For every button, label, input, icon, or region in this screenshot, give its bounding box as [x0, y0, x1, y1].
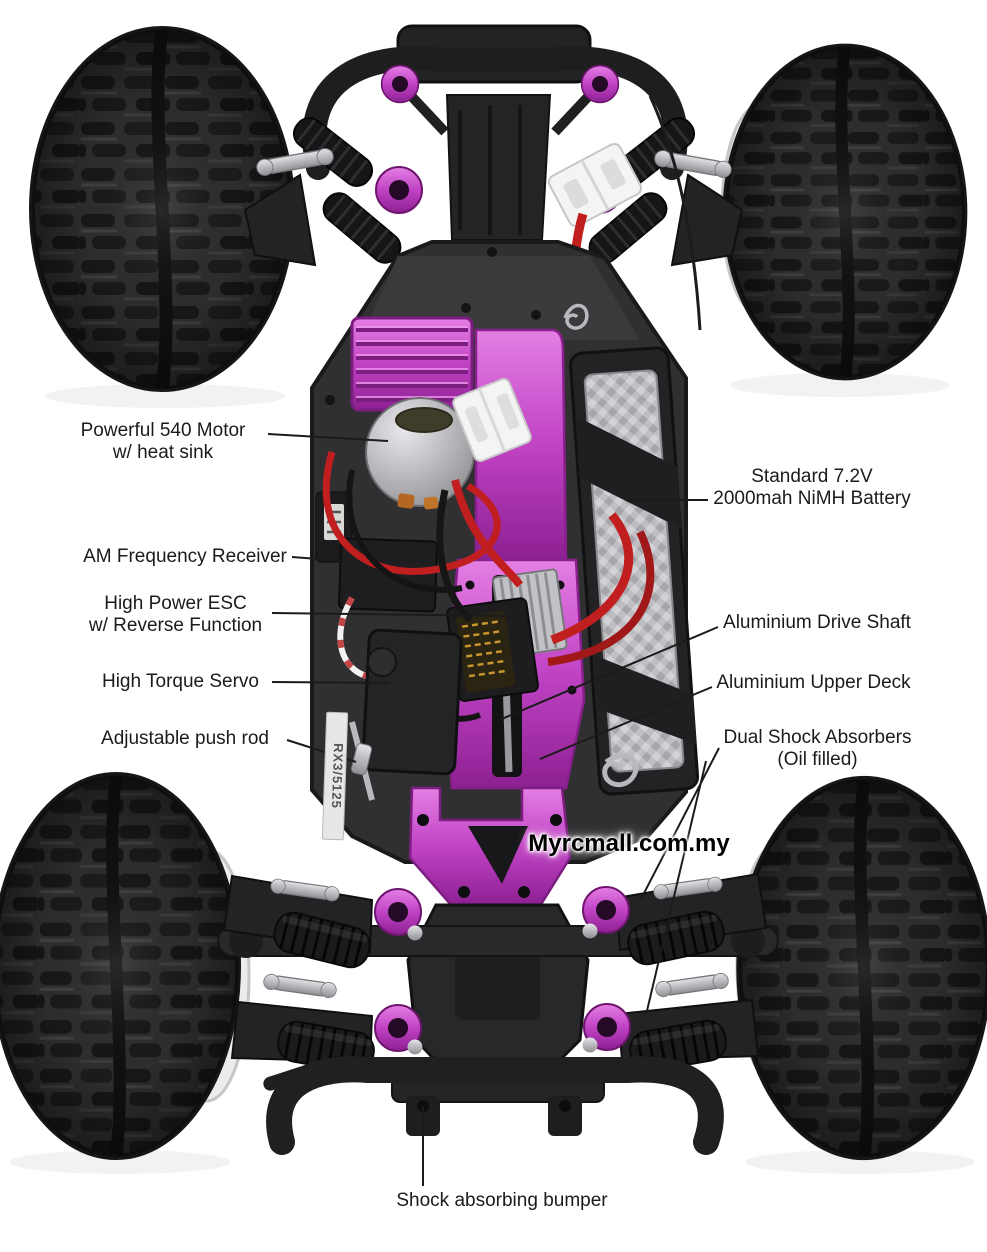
- label-servo: High Torque Servo: [88, 671, 273, 693]
- antenna-wire: [648, 95, 702, 331]
- wheel-front-right: [722, 46, 965, 377]
- leader-driveshaft: [496, 626, 719, 722]
- label-pushrod: Adjustable push rod: [85, 728, 285, 750]
- battery-connector-mid: [452, 378, 532, 462]
- battery-pack: [569, 346, 700, 796]
- wheel-rear-right: [737, 779, 987, 1157]
- label-esc-line2: w/ Reverse Function: [88, 615, 263, 636]
- label-pushrod-line1: Adjustable push rod: [101, 728, 269, 749]
- esc: [446, 568, 568, 702]
- wire-red-loop: [322, 451, 501, 575]
- label-bumper: Shock absorbing bumper: [382, 1190, 622, 1212]
- label-shocks: Dual Shock Absorbers (Oil filled): [710, 727, 925, 771]
- leader-shocks-1: [640, 747, 720, 900]
- watermark-text: Myrcmall.com.my: [528, 830, 730, 857]
- label-battery-line1: Standard 7.2V: [751, 466, 873, 487]
- label-motor-line2: w/ heat sink: [112, 442, 214, 463]
- wire-black-loop: [346, 469, 463, 593]
- rear-suspension: [217, 872, 779, 1091]
- label-upperdeck-line1: Aluminium Upper Deck: [716, 672, 911, 693]
- label-battery: Standard 7.2V 2000mah NiMH Battery: [700, 466, 924, 510]
- push-rod-coupler: [350, 743, 373, 776]
- label-motor: Powerful 540 Motor w/ heat sink: [58, 420, 268, 464]
- battery-connector-front: [548, 142, 642, 228]
- label-shocks-line2: (Oil filled): [777, 749, 858, 770]
- servo: [349, 628, 463, 801]
- leader-servo: [271, 681, 391, 684]
- label-receiver: AM Frequency Receiver: [80, 546, 290, 568]
- ground-shadows: [10, 373, 975, 1174]
- label-esc: High Power ESC w/ Reverse Function: [78, 593, 273, 637]
- label-shocks-line1: Dual Shock Absorbers: [723, 727, 912, 748]
- leader-receiver: [291, 556, 345, 562]
- label-servo-line1: High Torque Servo: [101, 671, 260, 692]
- motor-540: [350, 316, 475, 510]
- label-motor-line1: Powerful 540 Motor: [80, 420, 246, 441]
- label-battery-line2: 2000mah NiMH Battery: [713, 488, 911, 509]
- rear-bumper: [266, 1056, 724, 1155]
- label-esc-line1: High Power ESC: [104, 593, 247, 614]
- receiver: [322, 451, 501, 613]
- label-driveshaft: Aluminium Drive Shaft: [712, 612, 922, 634]
- leader-upperdeck: [539, 686, 713, 760]
- leader-motor: [267, 433, 389, 442]
- label-receiver-line1: AM Frequency Receiver: [83, 546, 287, 567]
- label-driveshaft-line1: Aluminium Drive Shaft: [723, 612, 911, 633]
- label-upperdeck: Aluminium Upper Deck: [706, 672, 921, 694]
- front-bumper: [302, 24, 688, 241]
- esc-wires: [436, 479, 655, 666]
- wheel-rear-left: [0, 775, 251, 1157]
- leader-esc: [271, 612, 511, 617]
- rear-shock-absorbers: [269, 886, 731, 1077]
- leader-shocks-2: [645, 760, 707, 1016]
- label-bumper-line1: Shock absorbing bumper: [396, 1190, 608, 1211]
- servo-sticker-label: RX3/5125: [321, 711, 349, 841]
